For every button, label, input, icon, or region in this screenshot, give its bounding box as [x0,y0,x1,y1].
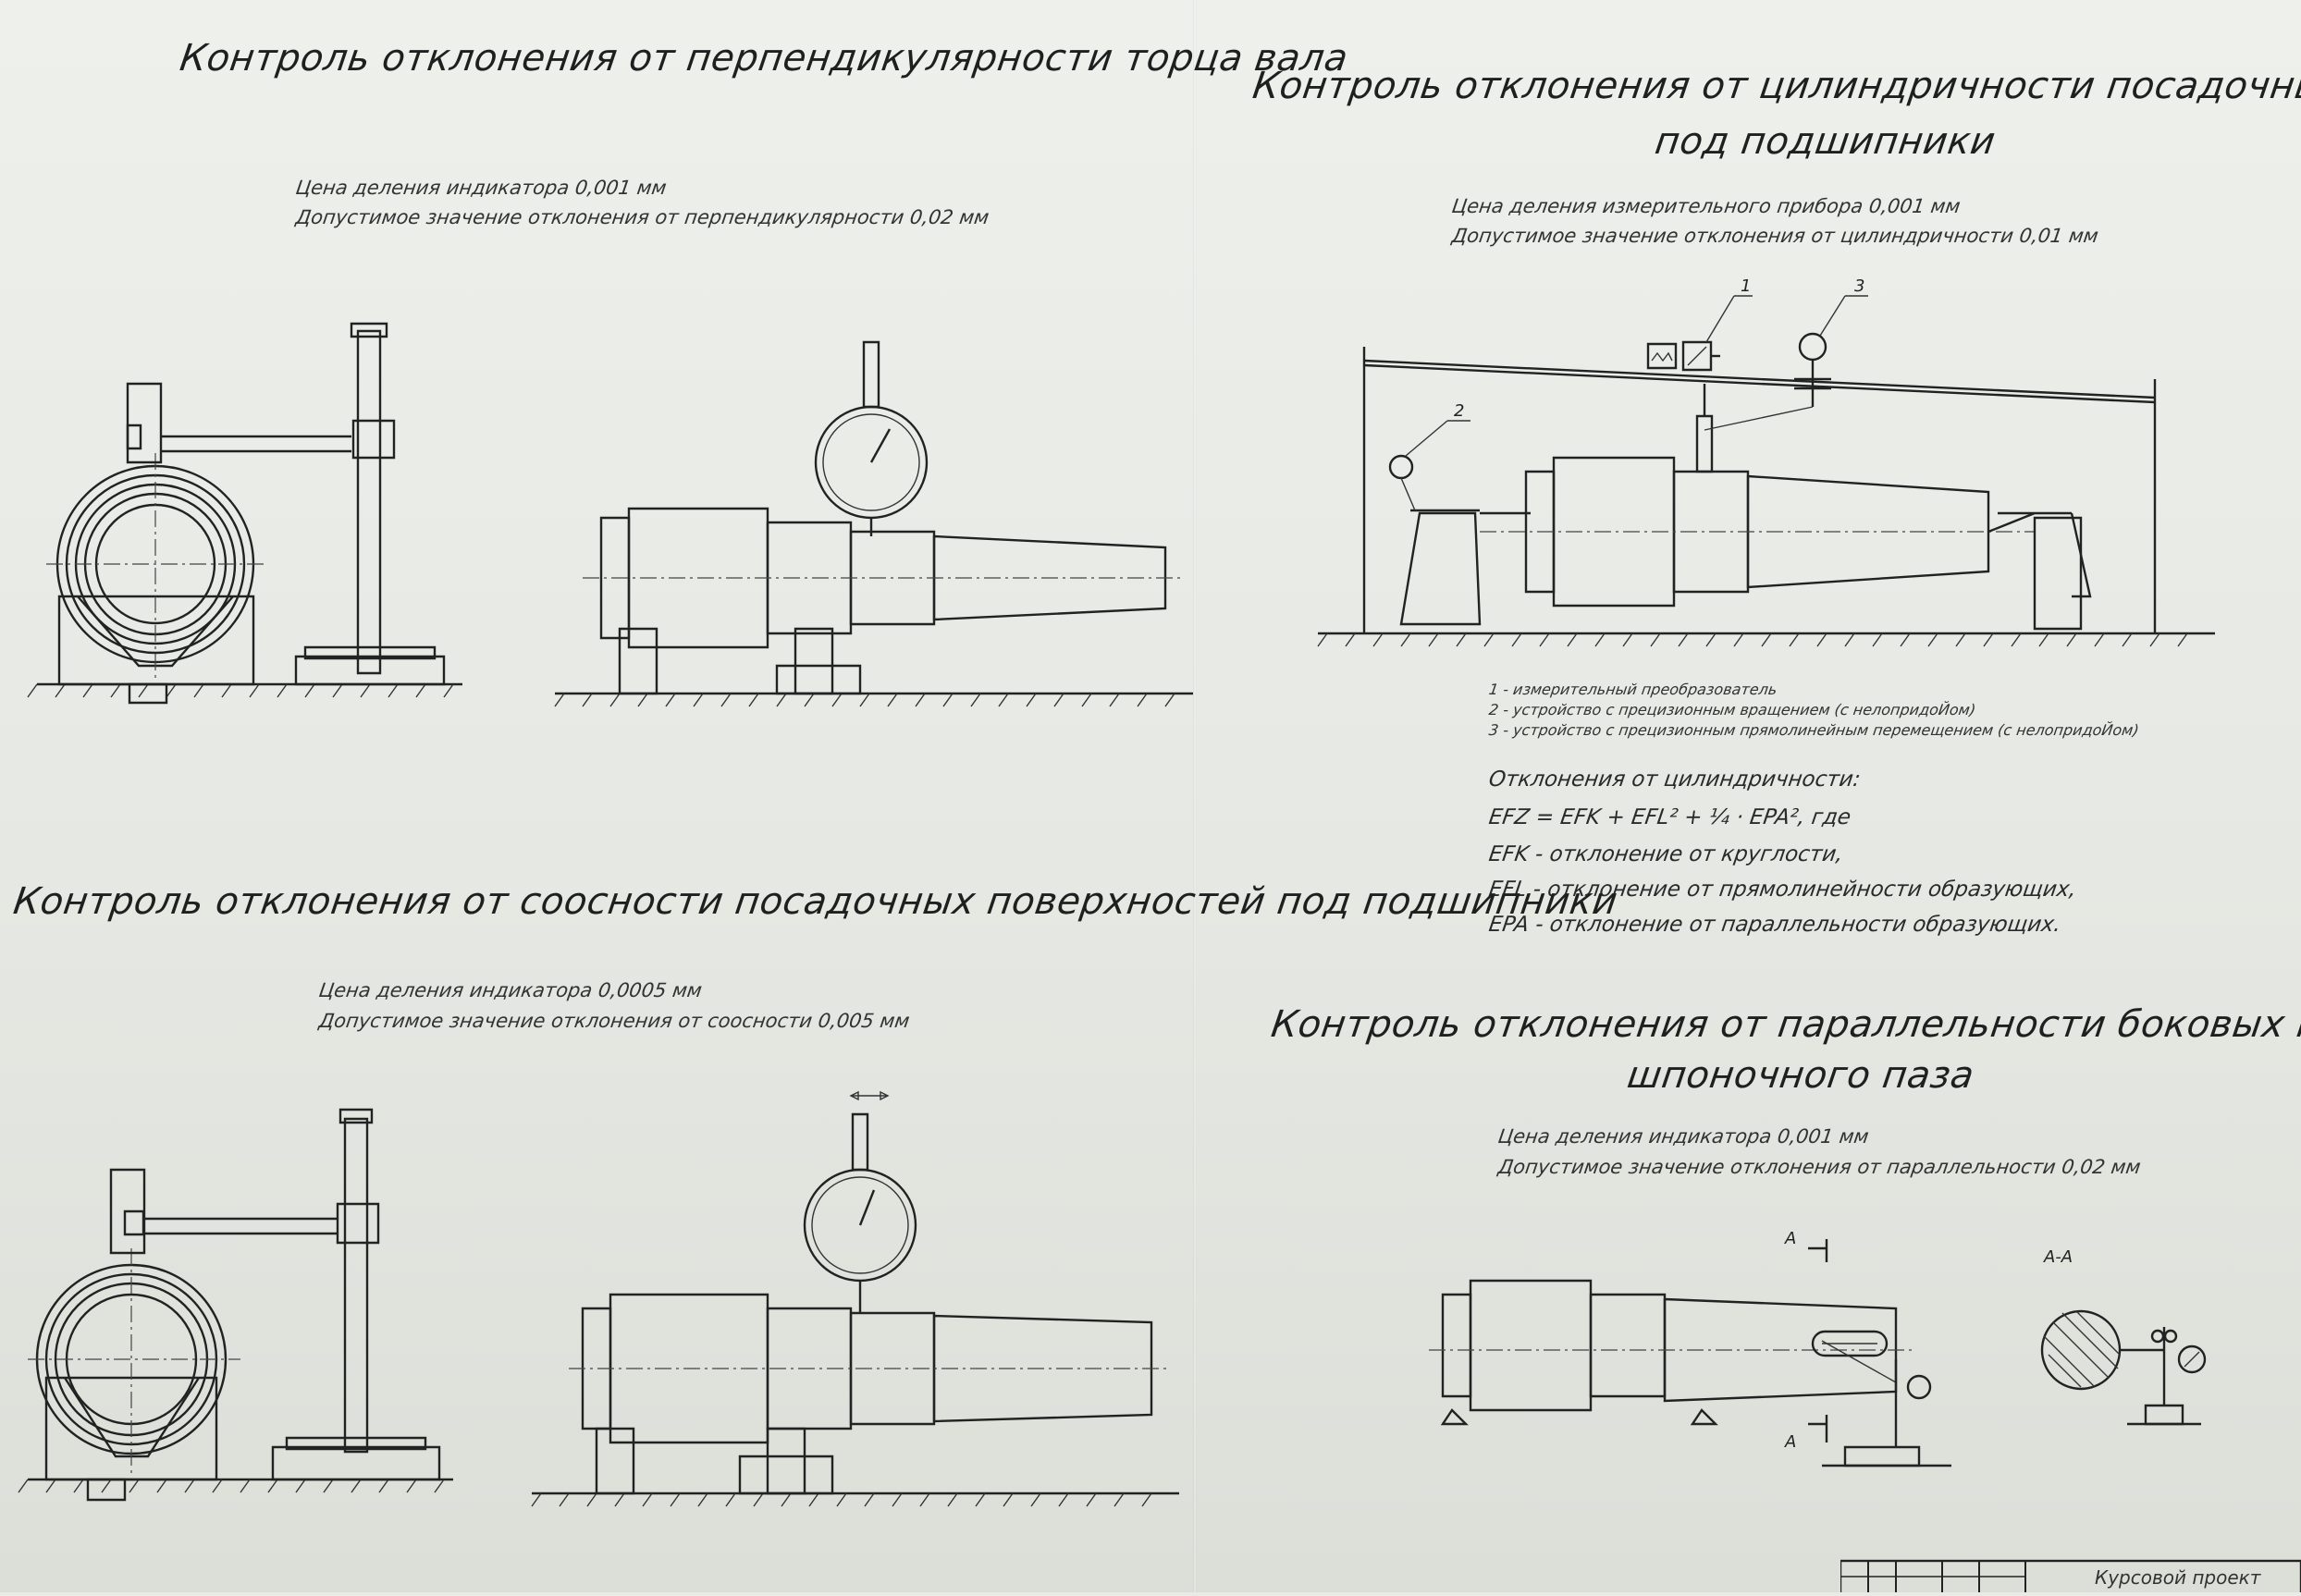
perp-division-note: Цена деления индикатора 0,001 мм [294,177,669,199]
cyl-legend-3: 3 - устройство с прецизионным прямолиней… [1487,721,2140,739]
coax-shaft-drawing [523,1087,1188,1521]
section-mark-bottom: А [1784,1432,1796,1452]
section-label: А-А [2043,1247,2073,1267]
cyl-formula-heading: Отклонения от цилиндричности: [1487,767,1863,792]
cyl-measuring-rig-drawing: 1 3 2 [1313,276,2220,666]
par-division-note: Цена деления индикатора 0,001 мм [1496,1125,1871,1148]
par-title-line2: шпоночного паза [1624,1054,1977,1097]
cyl-legend-2: 2 - устройство с прецизионным вращением … [1487,701,1977,718]
cyl-def-efk: EFK - отклонение от круглости, [1487,842,1845,866]
title-block-stamp: Курсовой проект [1839,1535,2301,1596]
callout-2: 2 [1454,401,1464,421]
section-mark-top: А [1784,1229,1796,1248]
cyl-division-note: Цена деления измерительного прибора 0,00… [1450,195,1963,217]
perp-stand-drawing [28,314,472,721]
perp-tolerance-note: Допустимое значение отклонения от перпен… [294,206,991,228]
coax-title: Контроль отклонения от соосности посадоч… [10,880,1620,923]
coax-division-note: Цена деления индикатора 0,0005 мм [317,979,704,1001]
cyl-tolerance-note: Допустимое значение отклонения от цилинд… [1450,225,2100,247]
cyl-legend-1: 1 - измерительный преобразователь [1487,681,1778,698]
perp-title: Контроль отклонения от перпендикулярност… [177,37,1351,80]
callout-1: 1 [1741,276,1751,296]
par-title-line1: Контроль отклонения от параллельности бо… [1268,1003,2301,1046]
coax-tolerance-note: Допустимое значение отклонения от соосно… [317,1010,911,1032]
par-tolerance-note: Допустимое значение отклонения от паралл… [1496,1156,2143,1178]
cyl-title-line2: под подшипники [1652,120,1999,163]
perp-shaft-drawing [546,333,1193,721]
cyl-title-line1: Контроль отклонения от цилиндричности по… [1249,65,2301,107]
stamp-text: Курсовой проект [2095,1566,2261,1589]
callout-3: 3 [1854,276,1864,296]
coax-stand-drawing [18,1100,462,1526]
par-keyway-drawing: А А А-А [1415,1229,2294,1498]
paper-fold [1193,0,1197,1592]
cyl-formula: EFZ = EFK + EFL² + ¹⁄₄ · EPA², где [1487,805,1852,829]
